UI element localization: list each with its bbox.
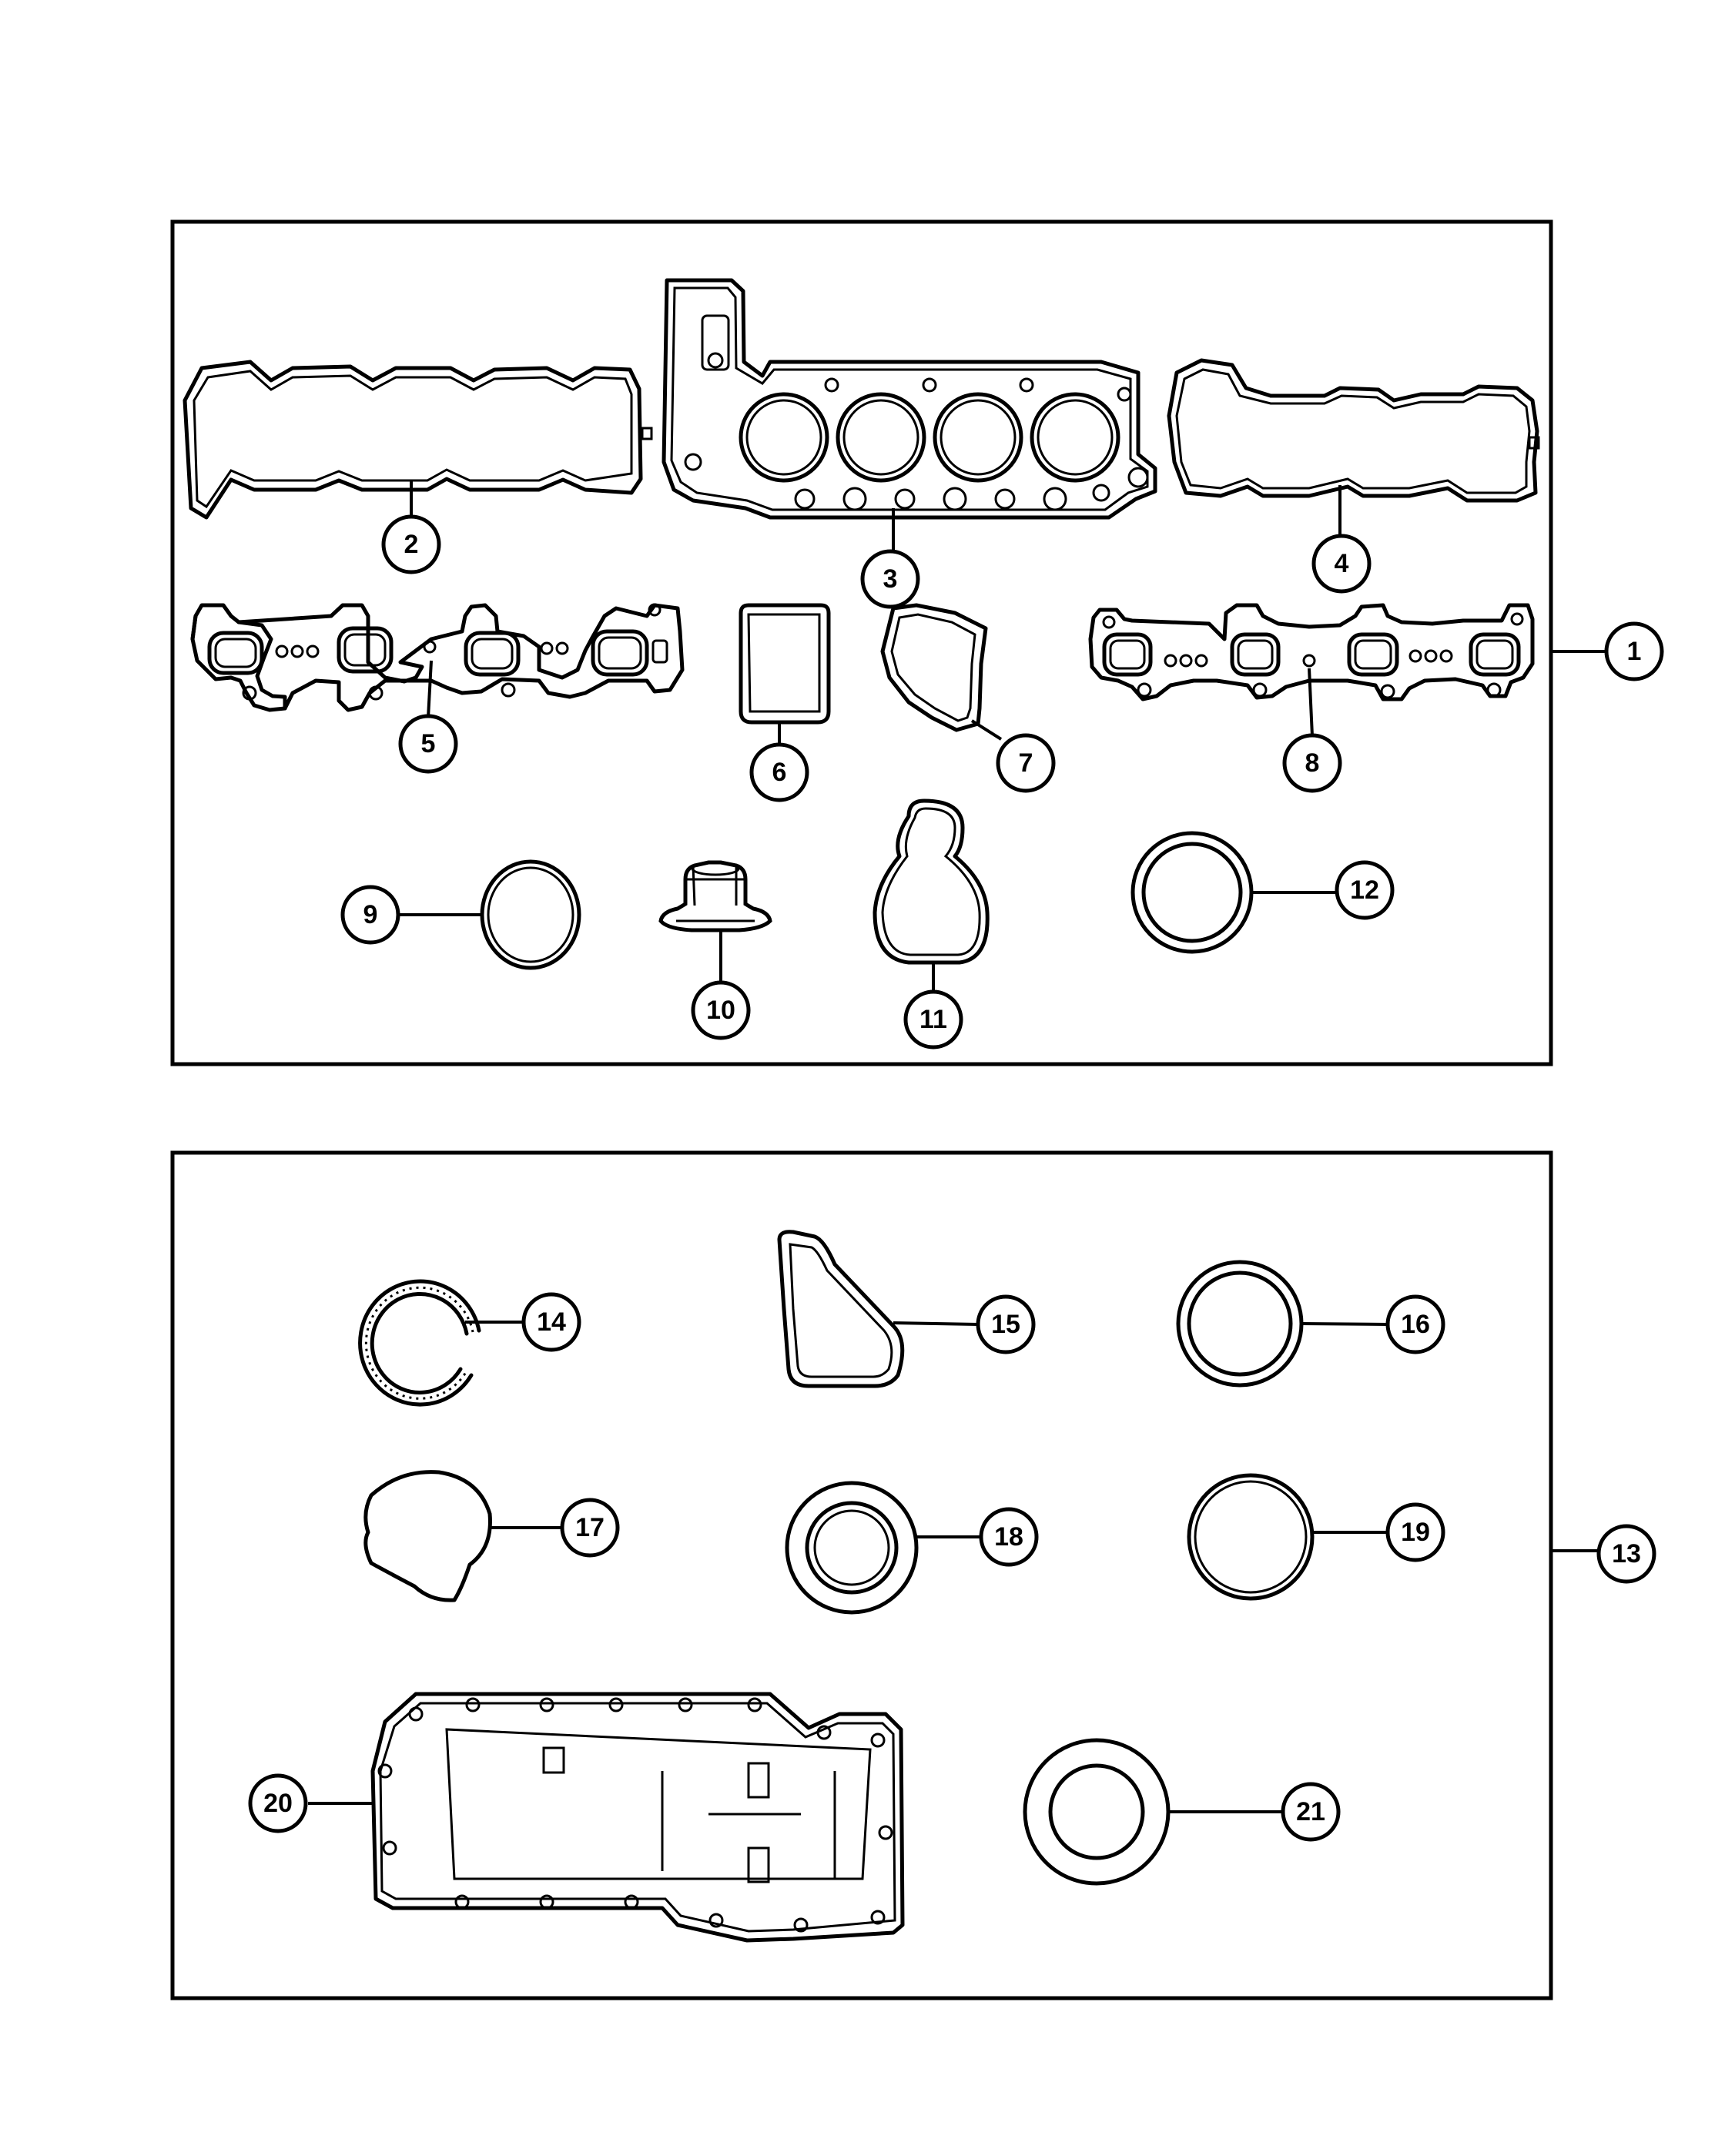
callout-label: 1	[1627, 637, 1642, 666]
callout-label: 4	[1335, 549, 1349, 578]
exhaust-manifold-gasket-right	[1088, 603, 1535, 701]
valve-cover-gasket-left	[183, 360, 653, 520]
rectangular-gasket-part-6	[739, 603, 831, 725]
callout-label: 9	[363, 900, 378, 929]
valve-stem-seal	[658, 860, 772, 932]
callout-label: 6	[772, 758, 787, 787]
callout-label: 10	[706, 996, 735, 1025]
upper-panel-frame	[170, 219, 1553, 1066]
callout-5: 5	[398, 714, 458, 774]
flat-ring-gasket-part-12	[1130, 831, 1254, 954]
upper-leader-lines	[399, 480, 1606, 992]
callout-11: 11	[903, 989, 963, 1050]
callout-6: 6	[749, 742, 809, 802]
exhaust-manifold-gasket-left	[190, 603, 685, 712]
oil-seal-part-18	[785, 1481, 919, 1615]
callout-label: 16	[1401, 1310, 1430, 1339]
cylinder-head-gasket	[662, 278, 1157, 520]
callout-label: 18	[994, 1522, 1023, 1552]
lower-panel-frame	[170, 1150, 1553, 2000]
callout-label: 8	[1305, 748, 1320, 778]
flat-ring-gasket-part-16	[1176, 1260, 1304, 1388]
callout-label: 7	[1019, 748, 1033, 778]
callout-label: 11	[919, 1005, 947, 1034]
lower-gasket-kit-panel	[170, 1150, 1599, 2000]
callout-7: 7	[996, 733, 1056, 793]
oil-pan-gasket	[370, 1692, 905, 1943]
triangular-gasket-part-15	[777, 1230, 905, 1388]
callout-4: 4	[1311, 534, 1372, 594]
callout-label: 2	[404, 530, 419, 559]
callout-18: 18	[979, 1507, 1039, 1567]
curved-gasket-part-7	[880, 603, 988, 732]
callout-1: 1	[1604, 621, 1664, 681]
callout-label: 15	[991, 1310, 1020, 1339]
callout-12: 12	[1335, 860, 1395, 920]
callout-label: 12	[1350, 875, 1379, 905]
upper-gasket-kit-panel	[170, 219, 1606, 1066]
callout-label: 5	[421, 729, 436, 758]
cover-gasket-part-17	[363, 1470, 492, 1602]
callout-17: 17	[560, 1498, 620, 1558]
flat-seal-part-21	[1023, 1738, 1171, 1886]
callout-10: 10	[691, 980, 751, 1040]
callout-15: 15	[976, 1294, 1036, 1354]
callout-14: 14	[521, 1292, 581, 1352]
callout-label: 3	[883, 564, 898, 594]
figure-eight-gasket-part-11	[873, 798, 990, 965]
o-ring-part-19	[1187, 1473, 1315, 1601]
split-ring-seal-part-14	[358, 1279, 481, 1407]
callout-9: 9	[340, 885, 400, 945]
callout-20: 20	[248, 1773, 308, 1833]
callout-label: 19	[1401, 1518, 1430, 1547]
lower-leader-lines	[308, 1321, 1599, 1813]
callout-2: 2	[381, 514, 441, 574]
valve-cover-gasket-right	[1167, 358, 1540, 503]
callout-label: 17	[575, 1513, 605, 1542]
o-ring-part-9	[480, 859, 581, 970]
callout-8: 8	[1282, 733, 1342, 793]
callout-label: 21	[1296, 1797, 1325, 1826]
callout-label: 13	[1612, 1539, 1641, 1568]
callout-label: 14	[537, 1307, 566, 1337]
callout-3: 3	[860, 549, 920, 609]
callout-label: 20	[263, 1789, 293, 1818]
callout-19: 19	[1385, 1502, 1445, 1562]
callout-13: 13	[1596, 1524, 1656, 1584]
callout-16: 16	[1385, 1294, 1445, 1354]
callout-21: 21	[1281, 1782, 1341, 1842]
